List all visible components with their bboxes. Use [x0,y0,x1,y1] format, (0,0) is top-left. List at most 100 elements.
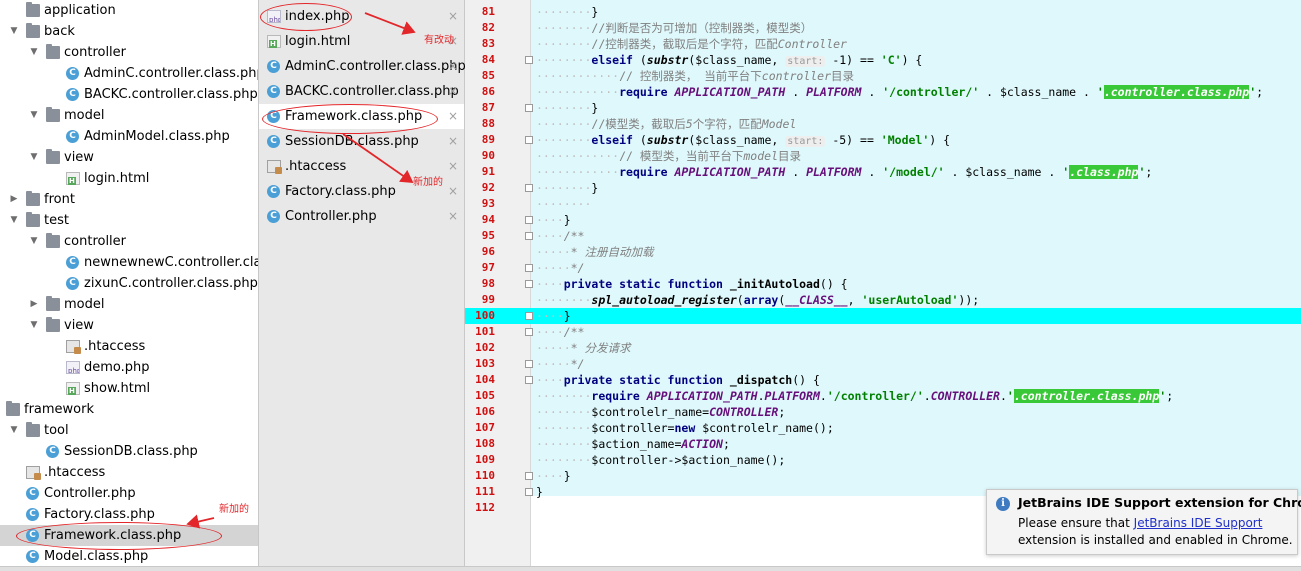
tree-item[interactable]: login.html [0,168,258,189]
code-line[interactable]: 89········elseif (substr($class_name, st… [465,132,1301,148]
tree-item[interactable]: ▼model [0,105,258,126]
code-line[interactable]: 110····} [465,468,1301,484]
code-line[interactable]: 97·····*/ [465,260,1301,276]
code-line[interactable]: 92········} [465,180,1301,196]
fold-marker-icon[interactable] [525,264,533,272]
tree-item[interactable]: ▼view [0,147,258,168]
code-line[interactable]: 94····} [465,212,1301,228]
tree-item[interactable]: ▼back [0,21,258,42]
fold-marker-icon[interactable] [525,104,533,112]
code-line[interactable]: 103·····*/ [465,356,1301,372]
expand-arrow-icon[interactable]: ▼ [30,320,38,330]
code-line[interactable]: 86············require APPLICATION_PATH .… [465,84,1301,100]
tree-item[interactable]: application [0,0,258,21]
tree-item[interactable]: ▼view [0,315,258,336]
code-line[interactable]: 87········} [465,100,1301,116]
tree-item[interactable]: ▼tool [0,420,258,441]
code-line[interactable]: 96·····* 注册自动加载 [465,244,1301,260]
code-line[interactable]: 98····private static function _initAutol… [465,276,1301,292]
code-line[interactable]: 111} [465,484,1301,500]
jetbrains-ide-support-link[interactable]: JetBrains IDE Support [1133,516,1263,530]
close-icon[interactable]: × [447,34,458,48]
close-icon[interactable]: × [447,84,458,98]
code-line[interactable]: 85············// 控制器类， 当前平台下controller目录 [465,68,1301,84]
collapse-arrow-icon[interactable]: ▶ [10,194,18,204]
code-line[interactable]: 90············// 模型类，当前平台下model目录 [465,148,1301,164]
expand-arrow-icon[interactable]: ▼ [30,47,38,57]
code-line[interactable]: 95····/** [465,228,1301,244]
fold-marker-icon[interactable] [525,56,533,64]
expand-arrow-icon[interactable]: ▼ [10,425,18,435]
fold-marker-icon[interactable] [525,488,533,496]
code-line[interactable]: 107········$controller=new $controlelr_n… [465,420,1301,436]
tree-item[interactable]: show.html [0,378,258,399]
annotation-modified: 有改动 [424,35,454,46]
code-line[interactable]: 99········spl_autoload_register(array(__… [465,292,1301,308]
code-line[interactable]: 81········} [465,4,1301,20]
fold-marker-icon[interactable] [525,280,533,288]
expand-arrow-icon[interactable]: ▼ [30,236,38,246]
code-line[interactable]: 91············require APPLICATION_PATH .… [465,164,1301,180]
tree-item[interactable]: ▼controller [0,231,258,252]
expand-arrow-icon[interactable]: ▼ [30,110,38,120]
tree-item[interactable]: ▶front [0,189,258,210]
notification-popup[interactable]: i JetBrains IDE Support extension for Ch… [986,489,1301,555]
collapse-arrow-icon[interactable]: ▶ [30,299,38,309]
expand-arrow-icon[interactable]: ▼ [30,152,38,162]
code-line[interactable]: 83········//控制器类，截取后是个字符，匹配Controller [465,36,1301,52]
code-line[interactable]: 112 [465,500,1301,516]
fold-marker-icon[interactable] [525,472,533,480]
code-line[interactable]: 109········$controller->$action_name(); [465,452,1301,468]
recent-file-item[interactable]: login.html× [259,29,464,54]
code-line[interactable]: 84········elseif (substr($class_name, st… [465,52,1301,68]
tree-item[interactable]: .htaccess [0,462,258,483]
expand-arrow-icon[interactable]: ▼ [10,26,18,36]
close-icon[interactable]: × [447,9,458,23]
code-line[interactable]: 82········//判断是否为可增加（控制器类，模型类） [465,20,1301,36]
tree-item[interactable]: framework [0,399,258,420]
fold-marker-icon[interactable] [525,232,533,240]
fold-marker-icon[interactable] [525,184,533,192]
close-icon[interactable]: × [447,59,458,73]
fold-marker-icon[interactable] [525,216,533,224]
expand-arrow-icon[interactable]: ▼ [10,215,18,225]
fold-marker-icon[interactable] [525,360,533,368]
code-line[interactable]: 105········require APPLICATION_PATH.PLAT… [465,388,1301,404]
close-icon[interactable]: × [447,159,458,173]
code-line[interactable]: 106········$controlelr_name=CONTROLLER; [465,404,1301,420]
fold-marker-icon[interactable] [525,328,533,336]
close-icon[interactable]: × [447,184,458,198]
tree-item[interactable]: ▼test [0,210,258,231]
code-line[interactable]: 104····private static function _dispatch… [465,372,1301,388]
code-line[interactable]: 93········ [465,196,1301,212]
code-line[interactable]: 102·····* 分发请求 [465,340,1301,356]
code-line[interactable]: 108········$action_name=ACTION; [465,436,1301,452]
fold-marker-icon[interactable] [525,312,533,320]
tree-item[interactable]: ▼controller [0,42,258,63]
close-icon[interactable]: × [447,134,458,148]
close-icon[interactable]: × [447,209,458,223]
code-line[interactable]: 100····} [465,308,1301,324]
tree-item[interactable]: ▶model [0,294,258,315]
close-icon[interactable]: × [447,109,458,123]
tree-item[interactable]: .htaccess [0,336,258,357]
recent-file-item[interactable]: .htaccess× [259,154,464,179]
code-line[interactable]: 88········//模型类，截取后5个字符，匹配Model [465,116,1301,132]
fold-marker-icon[interactable] [525,136,533,144]
code-line[interactable]: 101····/** [465,324,1301,340]
fold-marker-icon[interactable] [525,376,533,384]
